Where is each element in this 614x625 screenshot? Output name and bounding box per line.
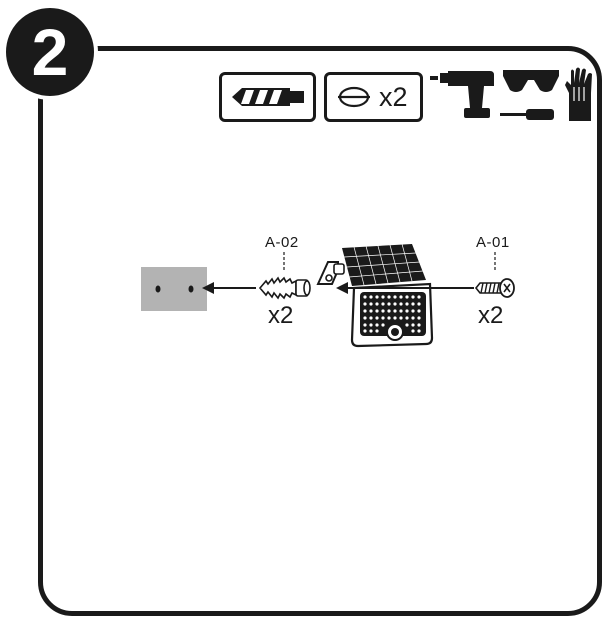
wall-hole — [155, 285, 161, 293]
power-drill-icon — [430, 71, 494, 118]
safety-glasses-icon — [503, 70, 559, 92]
solar-light-fixture — [316, 243, 434, 348]
screw-quantity-box: x2 — [324, 72, 423, 122]
screw-icon — [474, 278, 515, 298]
drill-bit-box — [219, 72, 316, 122]
screw-leader-line — [494, 252, 496, 270]
instruction-panel — [38, 46, 602, 616]
wall-hole — [188, 285, 194, 293]
drill-bit-icon — [232, 88, 304, 106]
screw-quantity: x2 — [478, 302, 504, 329]
insert-arrow-anchor — [202, 282, 256, 294]
step-number-badge: 2 — [2, 4, 98, 100]
gloves-icon — [565, 67, 592, 121]
screw-quantity-label: x2 — [379, 82, 408, 112]
screwdriver-icon — [500, 109, 554, 120]
anchor-quantity: x2 — [268, 302, 294, 329]
screw-part-code: A-01 — [476, 234, 510, 251]
wall-anchor-icon — [258, 276, 311, 300]
insert-arrow-screw — [336, 282, 474, 294]
anchor-part-code: A-02 — [265, 234, 299, 251]
screw-head-icon — [338, 86, 370, 108]
anchor-leader-line — [283, 252, 285, 270]
wall-section — [141, 267, 207, 311]
